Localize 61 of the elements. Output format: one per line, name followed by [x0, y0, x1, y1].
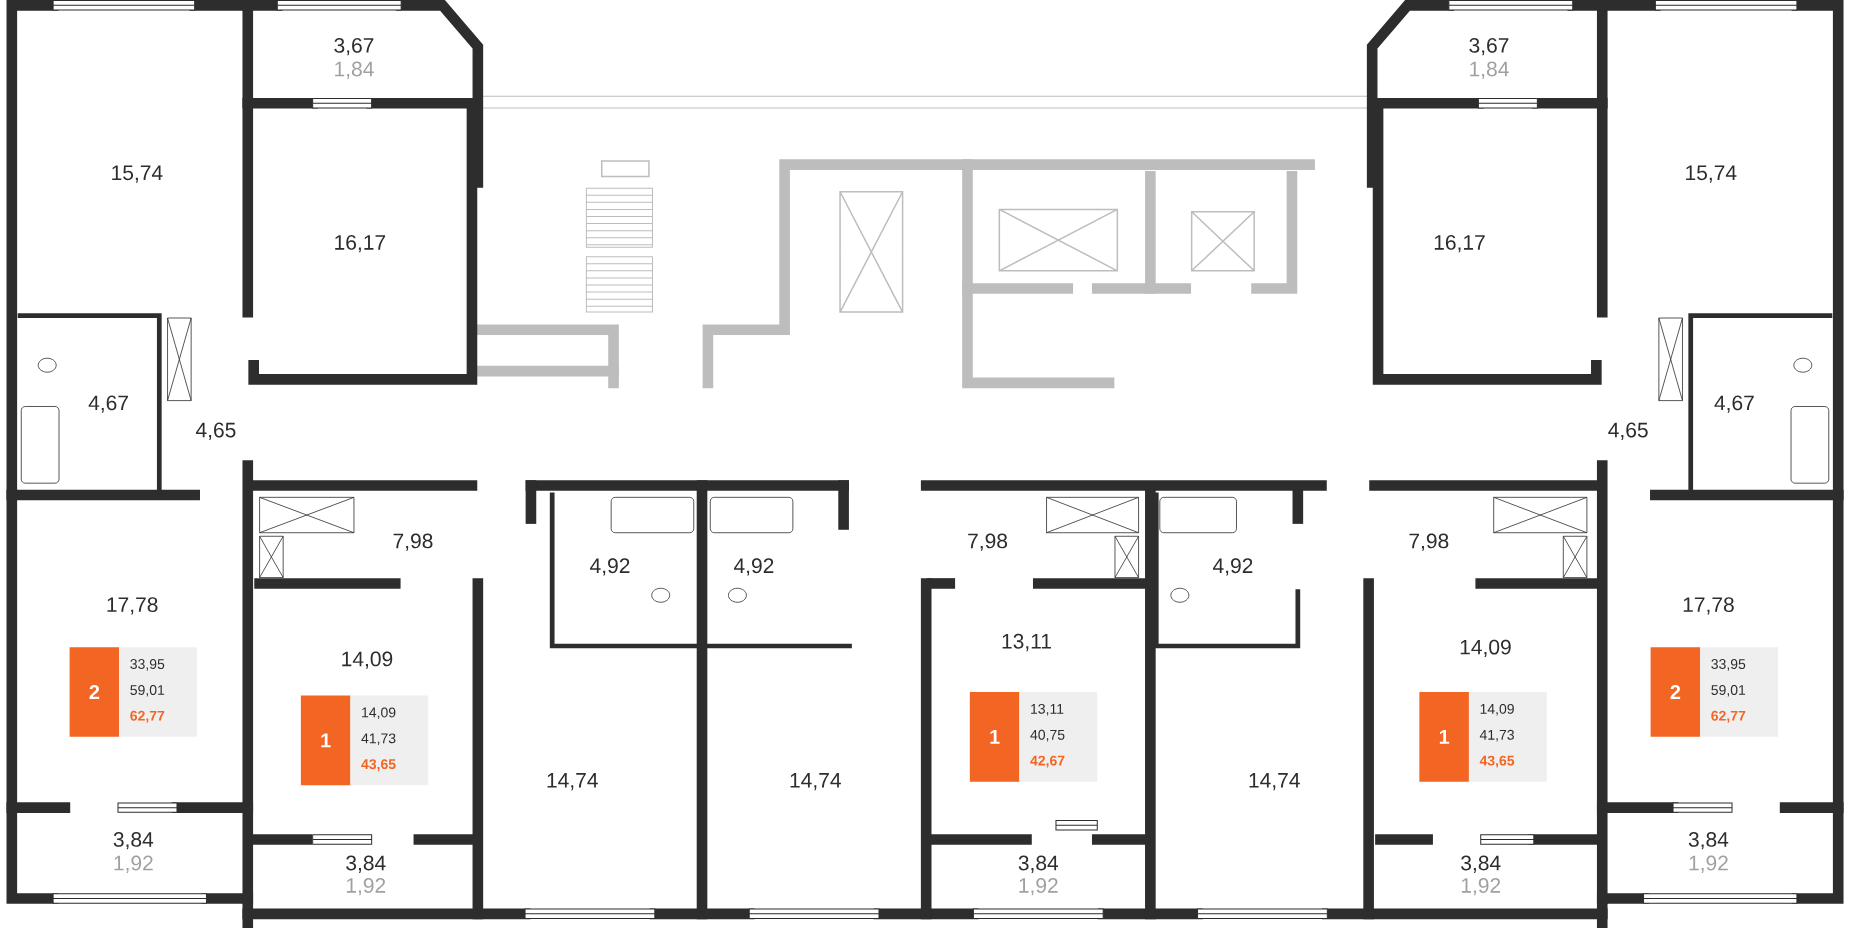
area-value: 13,11	[1031, 703, 1064, 716]
room-area: 3,67	[1469, 37, 1509, 56]
room-area: 16,17	[1434, 235, 1485, 253]
apartment-card	[969, 692, 1098, 782]
balcony-reduced-area: 1,84	[1470, 61, 1509, 79]
room-area: 4,92	[734, 558, 774, 576]
area-value: 33,95	[130, 659, 165, 671]
room-area: 3,84	[1461, 855, 1501, 873]
balcony-reduced-area: 1,92	[1689, 855, 1728, 873]
area-value: 62,77	[1711, 710, 1746, 723]
apartment-card	[300, 695, 429, 786]
room-area: 7,98	[1409, 533, 1449, 551]
area-value: 59,01	[130, 685, 165, 697]
room-area: 4,67	[1714, 395, 1754, 413]
balcony-reduced-area: 1,92	[346, 878, 386, 896]
room-count: 2	[89, 685, 100, 699]
room-count: 1	[1439, 729, 1450, 744]
balcony-reduced-area: 1,92	[1019, 878, 1058, 896]
room-area: 4,65	[195, 422, 236, 440]
area-value: 14,09	[362, 707, 396, 720]
apartment-card	[69, 647, 198, 737]
area-value: 62,77	[130, 710, 165, 723]
room-area: 3,84	[113, 832, 154, 850]
room-area: 4,92	[590, 558, 630, 576]
room-area: 13,11	[1002, 633, 1051, 652]
apartment-card	[1419, 692, 1547, 782]
room-area: 14,09	[342, 651, 393, 669]
apartment-card	[1650, 647, 1779, 737]
area-value: 59,01	[1711, 685, 1746, 697]
area-value: 41,73	[361, 733, 396, 745]
room-area: 17,78	[1683, 597, 1734, 615]
room-area: 7,98	[393, 533, 433, 551]
room-area: 4,67	[88, 395, 128, 413]
room-area: 15,74	[1686, 165, 1737, 183]
room-area: 15,74	[112, 165, 163, 183]
room-area: 14,74	[547, 773, 598, 791]
room-count: 1	[990, 729, 1000, 744]
room-area: 4,92	[1213, 558, 1253, 576]
room-area: 14,09	[1460, 639, 1511, 658]
area-value: 43,65	[361, 759, 396, 772]
area-value: 41,73	[1479, 729, 1514, 742]
room-area: 3,67	[334, 37, 374, 56]
room-area: 14,74	[1249, 773, 1300, 791]
room-area: 3,84	[1688, 832, 1729, 850]
room-area: 16,17	[335, 235, 386, 253]
room-count: 2	[1670, 685, 1681, 699]
room-area: 4,65	[1608, 422, 1648, 440]
area-value: 43,65	[1479, 755, 1515, 768]
room-area: 3,84	[346, 855, 386, 873]
balcony-reduced-area: 1,92	[114, 855, 153, 873]
area-value: 42,67	[1030, 755, 1065, 768]
balcony-reduced-area: 1,84	[335, 61, 374, 79]
area-value: 14,09	[1480, 703, 1514, 716]
room-area: 14,74	[790, 773, 841, 791]
room-area: 7,98	[968, 533, 1008, 551]
room-count: 1	[321, 733, 331, 748]
area-value: 33,95	[1711, 659, 1746, 671]
area-value: 40,75	[1030, 729, 1065, 742]
balcony-reduced-area: 1,92	[1461, 878, 1501, 896]
room-area: 17,78	[107, 597, 158, 615]
room-area: 3,84	[1018, 855, 1059, 873]
